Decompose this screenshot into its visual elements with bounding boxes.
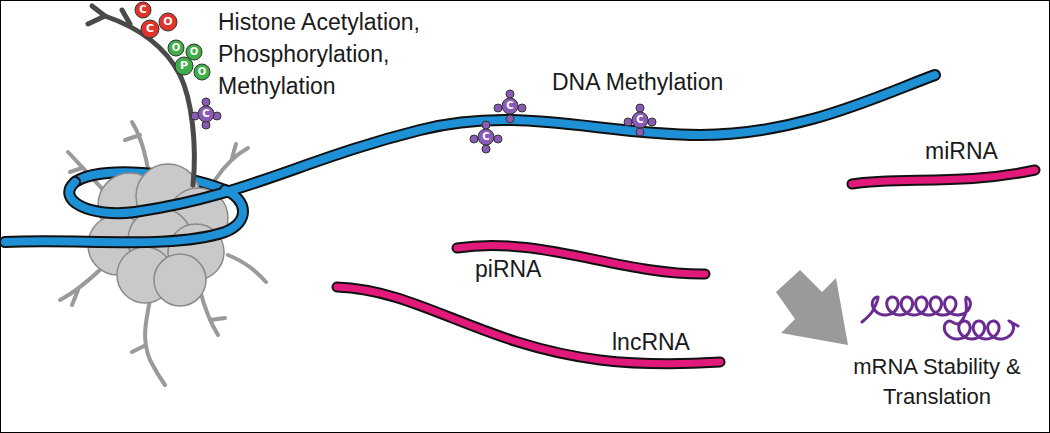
histone-tail (88, 6, 194, 185)
atom-letter: O (168, 40, 184, 56)
rna-label: lncRNA (612, 328, 690, 356)
atom-letter: C (141, 20, 159, 38)
atom-letter: O (186, 44, 202, 60)
atom-letter: C (135, 2, 151, 18)
atom-letter: C (632, 112, 648, 128)
rna-label: piRNA (475, 255, 541, 283)
atom-letter: O (194, 64, 210, 80)
outcome-label: mRNA Stability & Translation (852, 352, 1022, 412)
atom-letter: C (198, 106, 214, 122)
block-arrow (776, 270, 848, 345)
rna-strands (337, 170, 1035, 364)
atom-letter: C (502, 98, 518, 114)
dna-strand (5, 75, 935, 242)
dna-methyl-groups (470, 90, 656, 153)
atom-letter: C (478, 129, 494, 145)
annotation-label: Histone Acetylation, Phosphorylation, Me… (218, 6, 458, 102)
rna-label: miRNA (925, 137, 998, 165)
phosphate-group (168, 40, 210, 80)
atom-letter: P (175, 57, 193, 75)
mrna-strand (862, 297, 1018, 339)
histone-tails (60, 122, 266, 385)
methyl-group (191, 98, 221, 129)
acetyl-group (135, 2, 177, 38)
annotation-label: DNA Methylation (552, 68, 723, 96)
atom-letter: O (159, 13, 177, 31)
